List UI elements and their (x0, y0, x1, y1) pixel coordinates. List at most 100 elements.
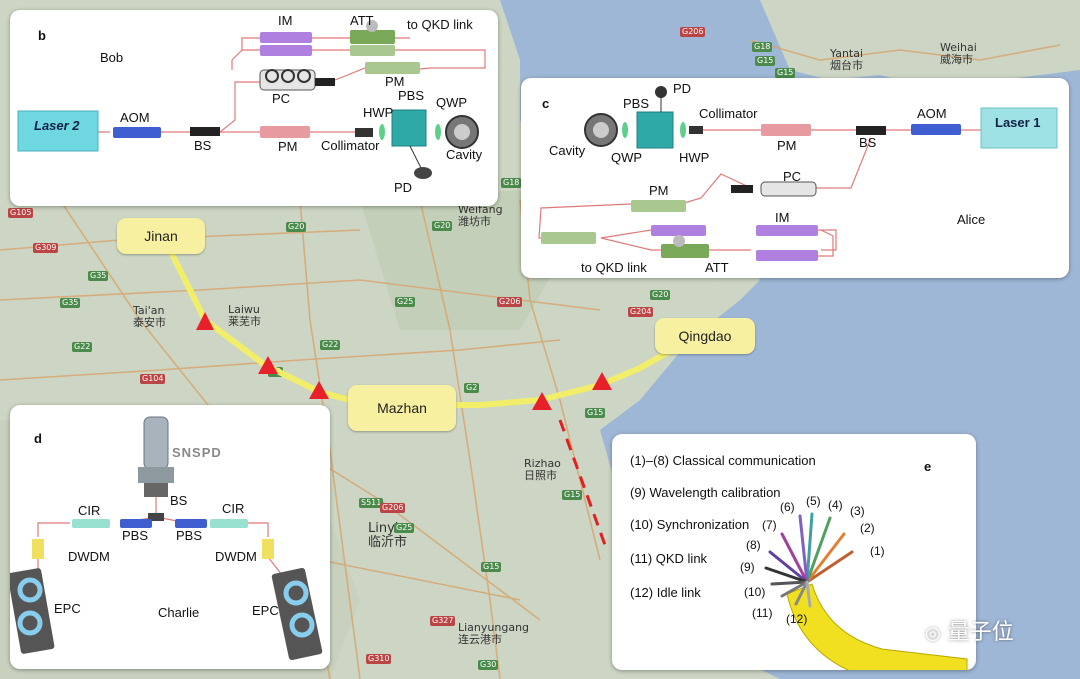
label-pbs-right: PBS (176, 528, 203, 543)
label-bs: BS (194, 138, 212, 153)
route-marker (309, 381, 329, 399)
bs-box (856, 126, 886, 135)
fiber-num-11: (11) (752, 606, 773, 620)
map-label-en: Yantai (830, 47, 864, 60)
road-shield: G204 (628, 307, 654, 317)
label-aom: AOM (917, 106, 947, 121)
label-pbs: PBS (623, 96, 650, 111)
label-pm-top: PM (385, 74, 405, 89)
route-marker (258, 356, 278, 374)
legend-idle: (12) Idle link (630, 585, 701, 600)
road-shield: G2 (464, 383, 480, 393)
road-shield: G309 (33, 243, 59, 253)
map-label-en: Weihai (940, 41, 977, 54)
panel-c-schematic (538, 86, 1058, 261)
route-marker (592, 372, 612, 390)
label-cir-right: CIR (222, 501, 245, 516)
road-shield: G206 (497, 297, 523, 307)
road-shield: G206 (380, 503, 406, 513)
label-laser1: Laser 1 (995, 115, 1041, 130)
city-mazhan: Mazhan (348, 385, 456, 431)
pbs-left (120, 519, 152, 528)
fiber-num-10: (10) (744, 585, 766, 599)
road-shield: G15 (562, 490, 583, 500)
fiber-num-1: (1) (870, 544, 885, 558)
label-qwp: QWP (436, 95, 468, 110)
road-shield: G206 (680, 27, 706, 37)
pm-box (761, 124, 811, 136)
fiber-num-3: (3) (850, 504, 865, 518)
watermark-text: 量子位 (947, 620, 1014, 645)
road-shield: G310 (366, 654, 392, 664)
map-label-zh: 连云港市 (458, 633, 502, 646)
map-label-zh: 烟台市 (830, 59, 863, 72)
label-im: IM (278, 13, 293, 28)
label-epc-left: EPC (54, 601, 81, 616)
label-pm: PM (278, 139, 298, 154)
label-att: ATT (705, 260, 729, 275)
pm-box (260, 126, 310, 138)
label-pd: PD (394, 180, 413, 195)
panel-d-schematic (10, 416, 323, 661)
map-label-zh: 日照市 (524, 469, 557, 482)
road-shield: G15 (585, 408, 606, 418)
label-pc: PC (272, 91, 291, 106)
pbs-cube (391, 109, 427, 147)
label-pm2: PM (649, 183, 669, 198)
road-shield: G15 (755, 56, 776, 66)
fiber-num-7: (7) (762, 518, 777, 532)
pm-top-box (365, 62, 420, 74)
label-bs: BS (170, 493, 188, 508)
road-shield: G30 (478, 660, 499, 670)
map-label-zh: 莱芜市 (228, 315, 261, 328)
map-label-en: Weifang (458, 203, 503, 216)
snspd-cryostat (143, 416, 169, 470)
label-bs: BS (859, 135, 877, 150)
city-jinan: Jinan (117, 218, 205, 254)
hwp-plate (680, 122, 686, 138)
pm2-box (631, 200, 686, 212)
panel-d-charlie: d SNSPD BS CIR CIR PBS PBS DWDM DWDM EPC… (10, 405, 330, 669)
label-hwp: HWP (363, 105, 394, 120)
label-laser2: Laser 2 (34, 118, 80, 133)
label-pbs-left: PBS (122, 528, 149, 543)
att-box (350, 30, 395, 44)
collimator (355, 128, 373, 137)
road-shield: G327 (430, 616, 456, 626)
label-dwdm-right: DWDM (215, 549, 257, 564)
legend-sync: (10) Synchronization (630, 517, 750, 532)
panel-e-fiber: (1)–(8) Classical communication (9) Wave… (612, 434, 976, 670)
panel-c-alice: c Alice PBS PD Collimator AOM Laser 1 Ca… (521, 78, 1069, 278)
label-pc: PC (783, 169, 802, 184)
road-shield: G20 (650, 290, 671, 300)
cir-left (72, 519, 110, 528)
panel-d-letter: d (34, 431, 42, 446)
road-shield: G25 (395, 297, 416, 307)
label-att: ATT (350, 13, 374, 28)
att-box (661, 244, 709, 258)
panel-c-letter: c (542, 96, 550, 111)
map-label-en: Lianyungang (458, 621, 530, 634)
road-shield: G15 (775, 68, 796, 78)
dwdm-right (262, 539, 274, 559)
im-box (260, 45, 312, 56)
route-marker (196, 312, 214, 330)
panel-e-letter: e (924, 459, 932, 474)
fiber-num-12: (12) (786, 612, 808, 626)
pd-detector (655, 86, 667, 98)
label-aom: AOM (120, 110, 150, 125)
panel-c-owner: Alice (957, 212, 986, 227)
road-shield: G35 (60, 298, 81, 308)
road-shield: G22 (320, 340, 341, 350)
pbs-cube (636, 111, 674, 149)
wechat-icon: ◎ (925, 623, 941, 644)
cable-jacket (786, 583, 968, 670)
panel-b-owner: Bob (100, 50, 124, 65)
label-pm: PM (777, 138, 797, 153)
label-qwp: QWP (611, 150, 643, 165)
